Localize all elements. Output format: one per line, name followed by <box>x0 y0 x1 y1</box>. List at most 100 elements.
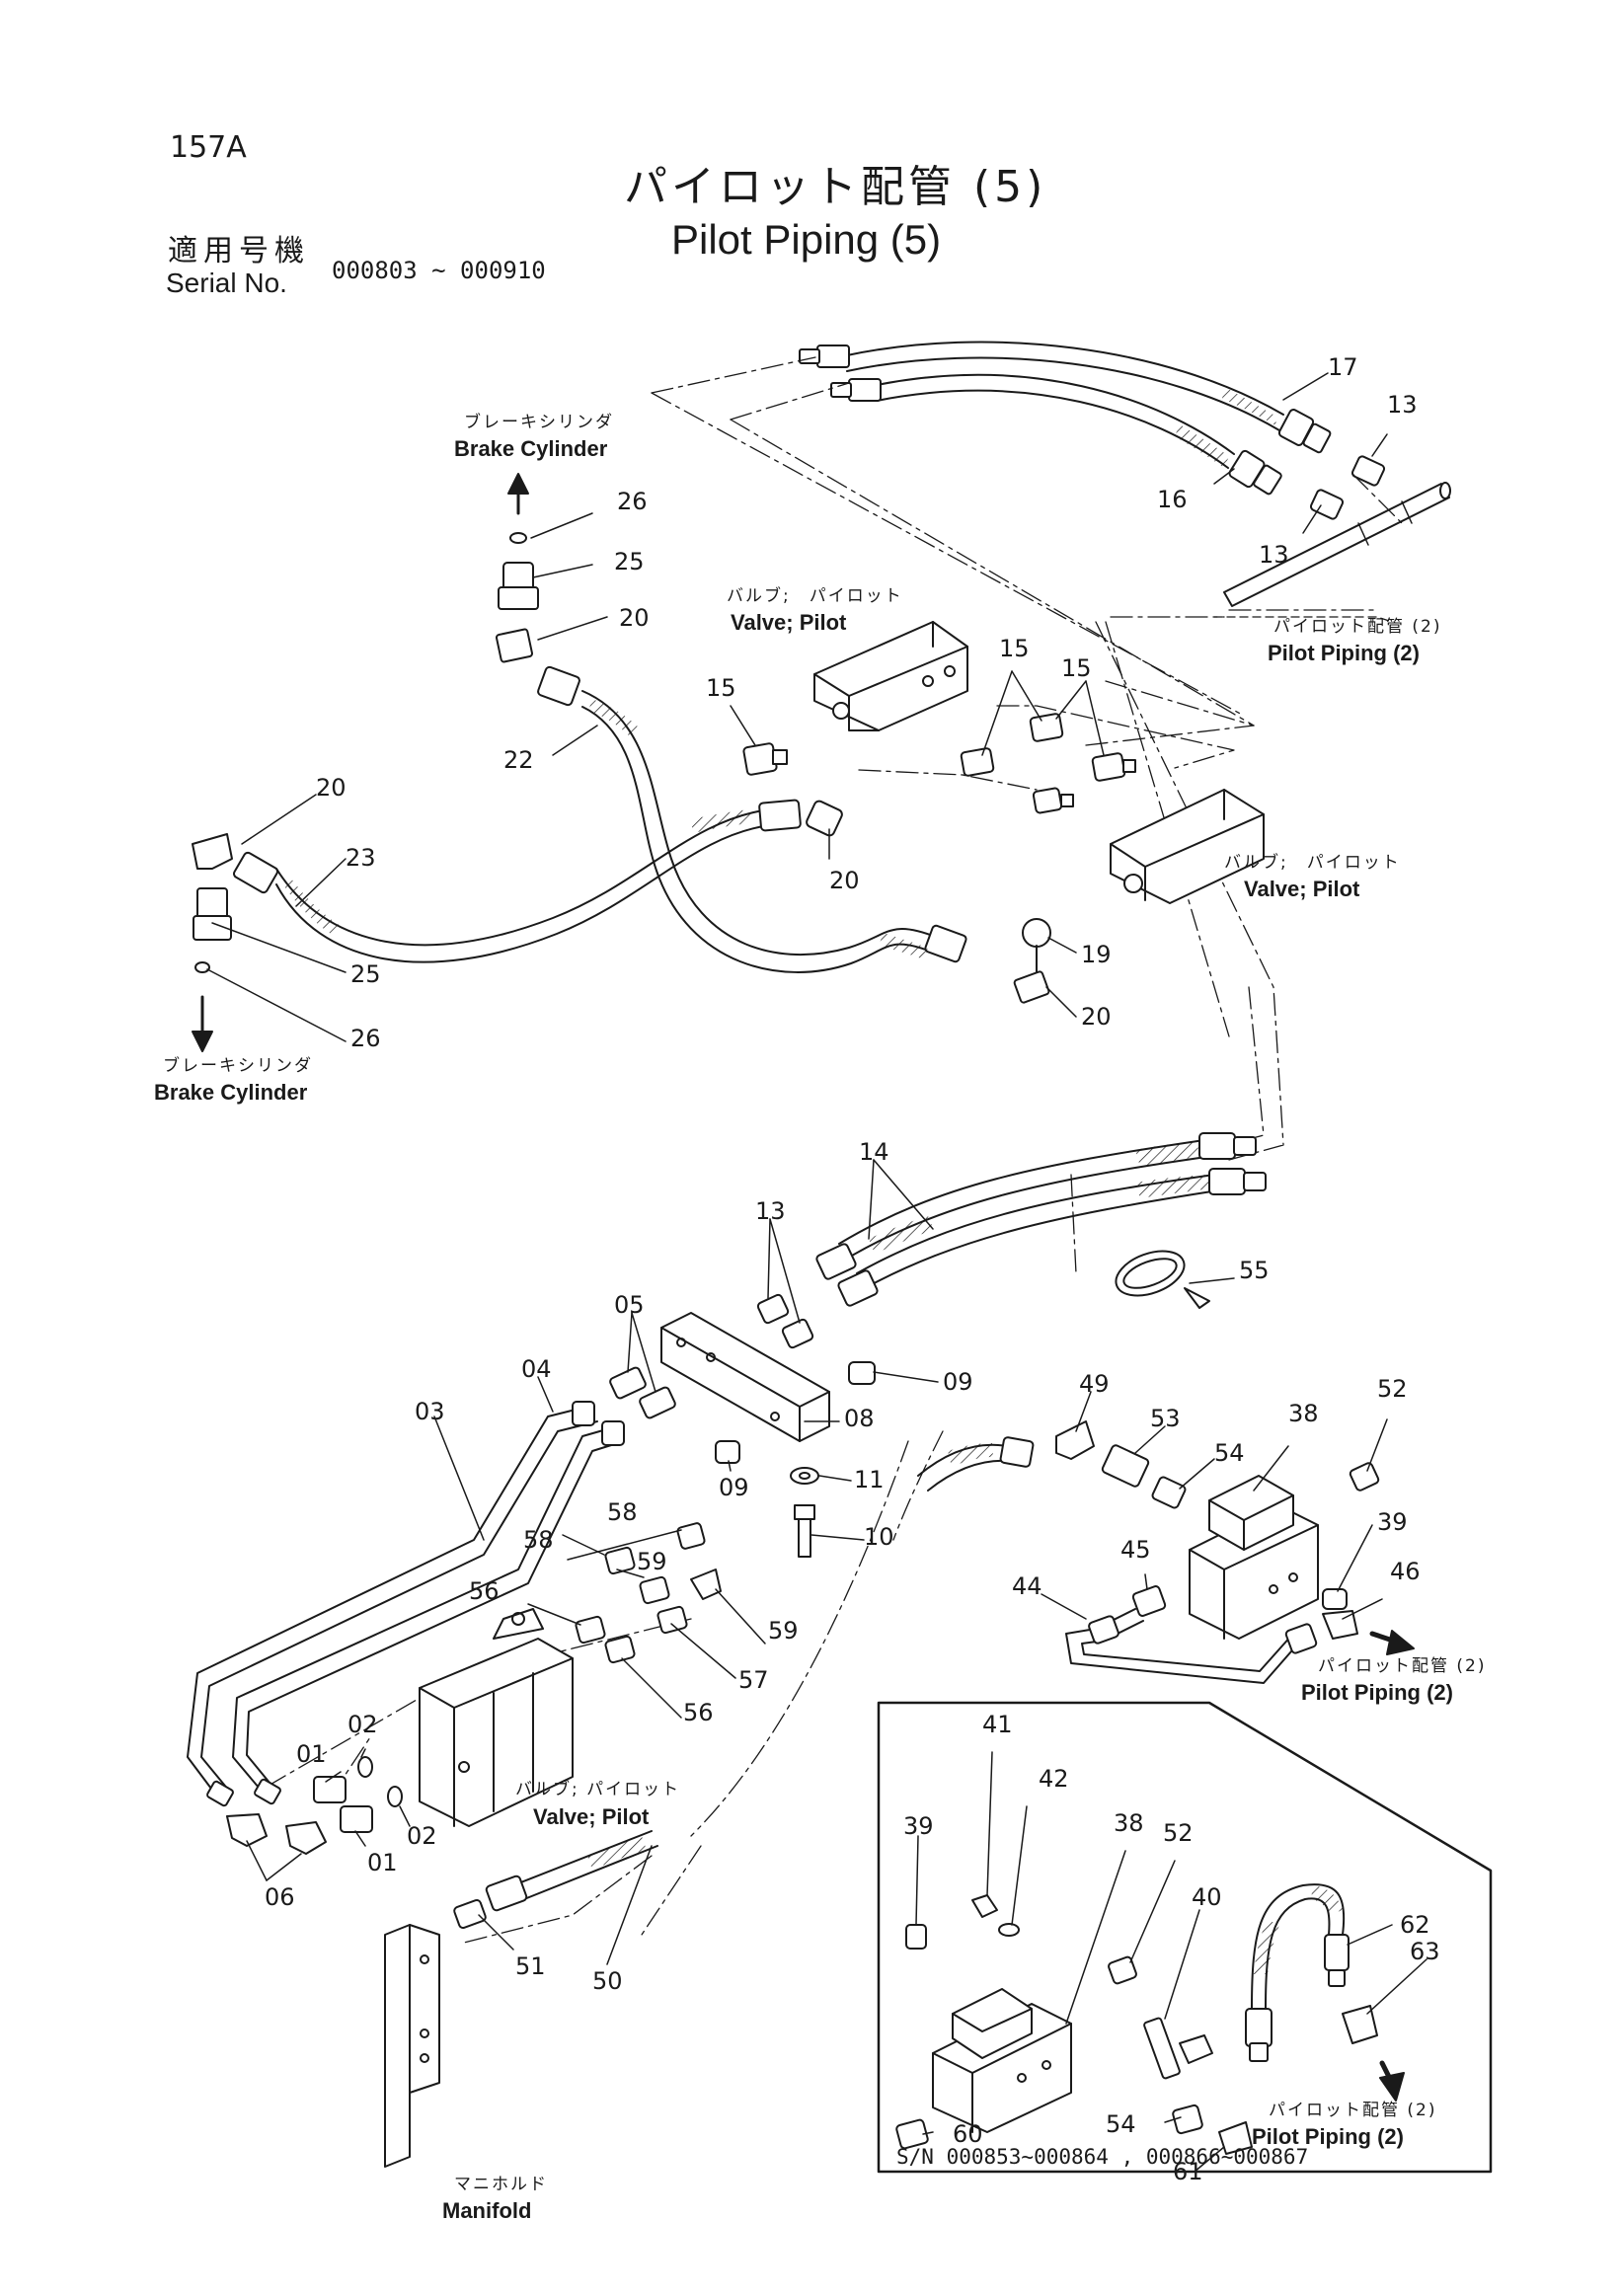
part-label: 62 <box>1400 1911 1430 1939</box>
part-label: 23 <box>346 844 376 872</box>
title-jp: パイロット配管 (5) <box>624 162 1047 212</box>
part-label: 51 <box>515 1952 546 1980</box>
serial-range: 000803 ~ 000910 <box>332 257 546 284</box>
brake-cylinder-top-en: Brake Cylinder <box>454 436 608 461</box>
part-label: 54 <box>1106 2110 1136 2138</box>
part-label: 01 <box>296 1740 327 1768</box>
pilot-piping-mid-jp: パイロット配管 (2) <box>1318 1656 1487 1676</box>
solenoid-valve-38 <box>1190 1476 1318 1639</box>
part-label: 57 <box>738 1666 769 1694</box>
part-label: 20 <box>316 774 347 802</box>
inset-serial-note: S/N 000853~000864 , 000866~000867 <box>896 2145 1309 2169</box>
brake-cylinder-top-jp: ブレーキシリンダ <box>464 413 614 432</box>
part-label: 39 <box>1377 1508 1408 1536</box>
part-label: 45 <box>1120 1536 1151 1564</box>
part-label: 20 <box>619 604 650 632</box>
part-label: 38 <box>1288 1400 1319 1427</box>
part-label: 40 <box>1192 1883 1222 1911</box>
part-label: 11 <box>854 1466 885 1493</box>
part-label: 26 <box>350 1025 381 1052</box>
part-label: 17 <box>1328 353 1358 381</box>
inset-box <box>879 1703 1491 2172</box>
page-code: 157A <box>170 130 247 165</box>
serial-label-jp: 適用号機 <box>168 234 310 268</box>
part-label: 59 <box>637 1548 667 1575</box>
part-label: 49 <box>1079 1370 1110 1398</box>
title-en: Pilot Piping (5) <box>671 216 942 263</box>
pilot-piping-top-en: Pilot Piping (2) <box>1268 641 1420 665</box>
pilot-piping-inset-jp: パイロット配管 (2) <box>1269 2101 1437 2120</box>
manifold <box>385 1925 439 2167</box>
part-label: 04 <box>521 1355 552 1383</box>
part-label: 20 <box>1081 1003 1112 1031</box>
part-label: 25 <box>614 548 645 575</box>
inset-valve-38 <box>933 1989 1071 2132</box>
part-label: 14 <box>859 1138 889 1166</box>
part-label: 42 <box>1039 1765 1069 1793</box>
part-label: 63 <box>1410 1938 1440 1965</box>
part-label: 22 <box>503 746 534 774</box>
part-label: 13 <box>1259 541 1289 569</box>
part-label: 25 <box>350 960 381 988</box>
manifold-jp: マニホルド <box>454 2175 548 2194</box>
valve-pilot-right-jp: バルブ; パイロット <box>1224 853 1401 873</box>
part-label: 60 <box>953 2120 983 2148</box>
valve-pilot-top-en: Valve; Pilot <box>731 610 847 635</box>
part-label: 02 <box>407 1822 437 1850</box>
hose-17 <box>800 343 1331 454</box>
part-label: 15 <box>1061 654 1092 682</box>
serial-label-en: Serial No. <box>166 268 287 298</box>
part-label: 61 <box>1173 2158 1203 2185</box>
part-label: 58 <box>607 1498 638 1526</box>
tubes-03-04 <box>188 1402 624 1806</box>
leader-lines <box>207 373 1427 2172</box>
hose-50 <box>453 1831 657 1929</box>
part-label: 16 <box>1157 486 1188 513</box>
block-08 <box>661 1313 829 1441</box>
part-label: 52 <box>1163 1819 1194 1847</box>
hose-22 <box>537 666 967 972</box>
hose-62 <box>1246 1884 1349 2061</box>
part-label: 53 <box>1150 1405 1181 1432</box>
part-label: 26 <box>617 488 648 515</box>
hose-16 <box>831 375 1282 496</box>
part-label: 41 <box>982 1711 1013 1738</box>
pilot-piping-inset-en: Pilot Piping (2) <box>1252 2124 1404 2149</box>
part-label: 39 <box>903 1812 934 1840</box>
part-label: 01 <box>367 1849 398 1876</box>
part-label: 46 <box>1390 1558 1421 1585</box>
part-label: 15 <box>999 635 1030 662</box>
part-label: 44 <box>1012 1572 1042 1600</box>
part-label: 13 <box>755 1197 786 1225</box>
part-label: 15 <box>706 674 736 702</box>
valve-pilot-bottom-jp: バルブ; パイロット <box>515 1780 681 1799</box>
pilot-valve-right <box>1111 790 1264 903</box>
part-label: 52 <box>1377 1375 1408 1403</box>
hose-49 <box>918 1421 1094 1491</box>
part-label: 03 <box>415 1398 445 1425</box>
part-label: 56 <box>683 1699 714 1726</box>
part-label: 50 <box>592 1967 623 1995</box>
brake-cylinder-bottom-en: Brake Cylinder <box>154 1080 308 1105</box>
part-label: 05 <box>614 1291 645 1319</box>
part-label: 08 <box>844 1405 875 1432</box>
part-label: 06 <box>265 1883 295 1911</box>
valve-pilot-bottom-en: Valve; Pilot <box>533 1804 650 1829</box>
part-label: 19 <box>1081 941 1112 968</box>
pilot-piping-top-jp: パイロット配管 (2) <box>1273 617 1442 637</box>
part-label: 20 <box>829 867 860 894</box>
part-label: 02 <box>347 1711 378 1738</box>
part-label: 09 <box>719 1474 749 1501</box>
pilot-valve-lower <box>420 1609 573 1826</box>
brake-cylinder-bottom-jp: ブレーキシリンダ <box>163 1056 313 1076</box>
part-label: 38 <box>1114 1809 1144 1837</box>
part-label: 58 <box>523 1526 554 1554</box>
part-label: 59 <box>768 1617 799 1645</box>
part-label: 13 <box>1387 391 1418 419</box>
manifold-en: Manifold <box>442 2198 532 2223</box>
part-label: 55 <box>1239 1257 1270 1284</box>
hose-14 <box>815 1133 1266 1307</box>
part-label: 56 <box>469 1577 500 1605</box>
